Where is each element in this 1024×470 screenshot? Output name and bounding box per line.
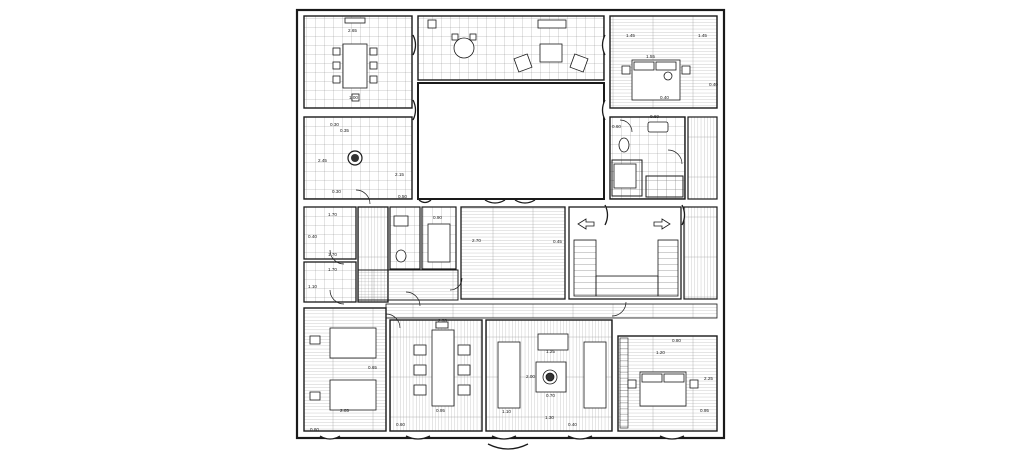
wc-fixtures [393, 215, 451, 263]
dim-label: 0.60 [650, 114, 659, 119]
dim-label: 2.15 [395, 172, 404, 177]
room-terrace-top [417, 15, 605, 81]
room-corridor-right-lower [683, 206, 718, 300]
dim-label: 1.45 [698, 33, 707, 38]
dim-label: 2.00 [526, 374, 535, 379]
dim-label: 0.30 [332, 189, 341, 194]
dim-label: 0.65 [368, 365, 377, 370]
arrow-left-icon [577, 218, 595, 230]
room-dining-top-left [303, 15, 413, 109]
room-hallway [357, 206, 459, 303]
dim-label: 0.40 [660, 95, 669, 100]
room-small-left-1 [303, 206, 357, 260]
dim-label: 0.50 [398, 194, 407, 199]
dim-label: 1.10 [308, 284, 317, 289]
dim-label: 2.25 [704, 376, 713, 381]
doors [329, 119, 683, 329]
dim-label: 0.95 [436, 408, 445, 413]
dining-table-top [332, 17, 378, 102]
dim-label: 0.60 [612, 124, 621, 129]
dim-label: 1.00 [349, 95, 358, 100]
dim-label: 1.70 [328, 267, 337, 272]
dim-label: 2.55 [438, 318, 447, 323]
dim-label: 0.70 [546, 393, 555, 398]
dim-label: 1.70 [328, 212, 337, 217]
dim-label: 1.25 [546, 349, 555, 354]
dim-label: 0.35 [340, 128, 349, 133]
stair-hall [568, 206, 682, 300]
dim-label: 0.80 [672, 338, 681, 343]
terrace-furniture [427, 19, 589, 73]
dim-label: 1.70 [328, 252, 337, 257]
dim-label: 0.40 [308, 234, 317, 239]
arrow-right-icon [653, 218, 671, 230]
dim-label: 1.30 [545, 415, 554, 420]
dim-label: 0.30 [330, 122, 339, 127]
dim-label: 1.20 [656, 350, 665, 355]
dim-label: 2.65 [348, 28, 357, 33]
dim-label: 0.90 [433, 215, 442, 220]
room-small-left-2 [303, 261, 357, 303]
room-corridor-right [687, 116, 718, 200]
dim-label: 0.95 [700, 408, 709, 413]
windows [319, 34, 686, 450]
sofas-bottom [497, 333, 607, 409]
dim-label: 1.10 [502, 409, 511, 414]
dim-label: 0.60 [396, 422, 405, 427]
room-central [460, 206, 566, 300]
dim-label: 1.45 [626, 33, 635, 38]
dim-label: 2.05 [340, 408, 349, 413]
dim-label: 0.45 [553, 239, 562, 244]
dim-label: 1.55 [646, 54, 655, 59]
room-bathroom-right [609, 116, 686, 200]
bed-top-right [621, 59, 691, 101]
dim-label: 2.70 [472, 238, 481, 243]
courtyard [417, 82, 605, 200]
dim-label: 2.45 [318, 158, 327, 163]
dim-label: 0.40 [709, 82, 718, 87]
bed-bottom-right [627, 371, 699, 407]
dining-table-bottom [413, 321, 471, 407]
dim-label: 0.40 [568, 422, 577, 427]
rug-living-left [347, 150, 363, 166]
corridor-bottom [385, 303, 718, 319]
bathroom-fixtures [613, 121, 669, 189]
beds-bottom-left [309, 327, 377, 411]
dim-label: 0.60 [310, 427, 319, 432]
